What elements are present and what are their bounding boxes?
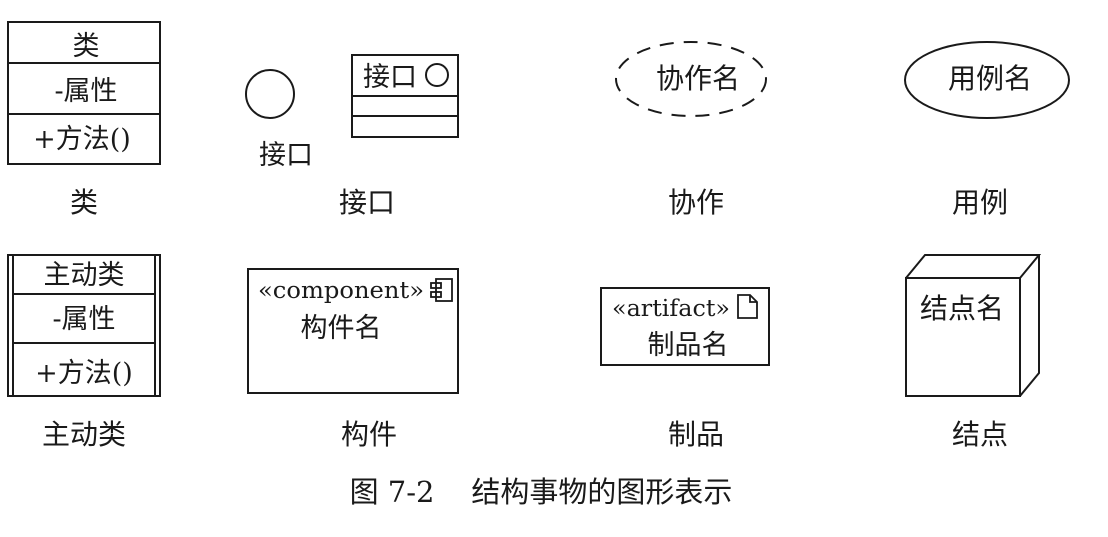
active-class-name: 主动类	[44, 260, 125, 291]
artifact-symbol	[600, 287, 770, 366]
interface-circle	[245, 69, 295, 119]
active-class-attribute: -属性	[52, 304, 115, 335]
component-symbol	[247, 268, 459, 394]
usecase-caption: 用例	[952, 186, 1008, 219]
document-icon	[737, 294, 758, 319]
class-method: +方法()	[33, 124, 131, 155]
node-label: 结点名	[920, 292, 1004, 325]
component-stereotype: «component»	[258, 278, 424, 304]
artifact-caption: 制品	[668, 418, 724, 451]
interface-caption: 接口	[339, 186, 395, 219]
component-icon	[430, 278, 453, 302]
interface-box	[351, 54, 459, 138]
component-label: 构件名	[301, 313, 382, 344]
usecase-ellipse	[904, 41, 1070, 119]
interface-box-label: 接口	[363, 62, 417, 93]
collaboration-caption: 协作	[668, 186, 724, 219]
active-class-method: +方法()	[35, 358, 133, 389]
active-class-symbol	[7, 254, 161, 397]
class-attribute: -属性	[54, 76, 117, 107]
node-cube-symbol	[905, 254, 1042, 397]
usecase-label: 用例名	[948, 62, 1032, 95]
class-name: 类	[73, 31, 100, 62]
active-class-caption: 主动类	[42, 418, 126, 451]
collaboration-ellipse	[615, 41, 767, 117]
interface-small-circle-icon	[425, 63, 449, 87]
class-caption: 类	[70, 186, 98, 219]
interface-circle-label: 接口	[259, 140, 313, 171]
artifact-stereotype: «artifact»	[612, 296, 730, 322]
node-caption: 结点	[952, 418, 1008, 451]
artifact-label: 制品名	[648, 330, 729, 361]
class-symbol	[7, 21, 161, 165]
collaboration-label: 协作名	[656, 62, 740, 95]
figure-caption: 图 7-2 结构事物的图形表示	[350, 475, 733, 509]
component-caption: 构件	[341, 418, 397, 451]
